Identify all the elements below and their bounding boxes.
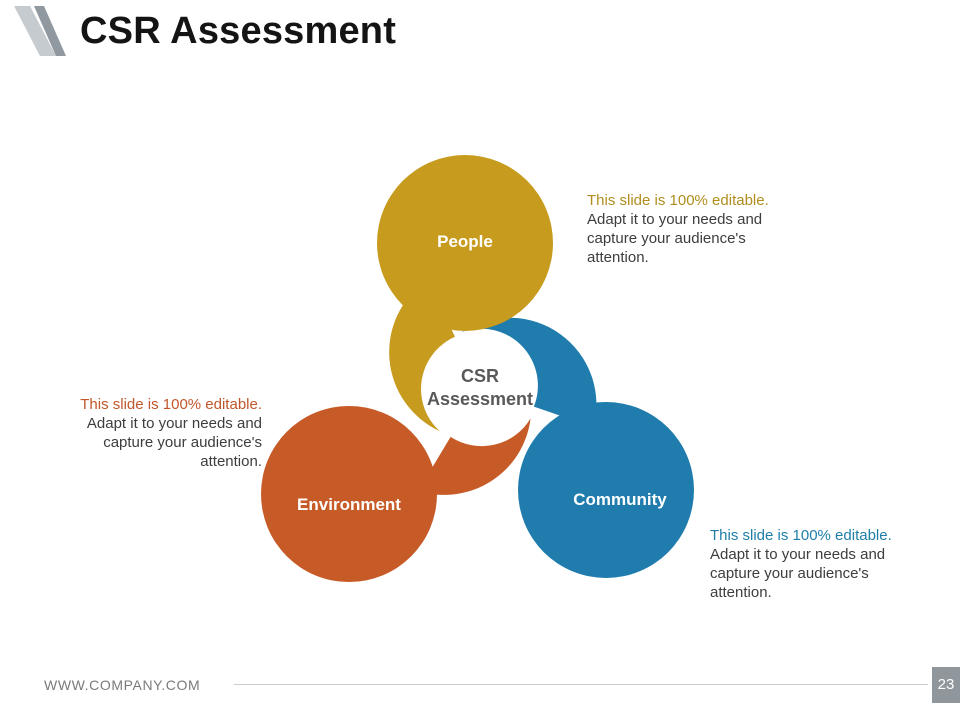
environment-shape bbox=[261, 405, 531, 583]
logo-stripe-light bbox=[14, 6, 56, 56]
community-label: Community bbox=[573, 490, 667, 509]
page-title: CSR Assessment bbox=[80, 10, 397, 52]
people-label: People bbox=[437, 232, 493, 251]
diagram-center-title-line1: CSR bbox=[460, 366, 499, 386]
callout-environment-highlight: This slide is 100% editable. bbox=[80, 396, 262, 413]
footer-website: WWW.COMPANY.COM bbox=[44, 677, 201, 693]
callout-community-body: Adapt it to your needs and capture your … bbox=[710, 546, 886, 601]
callout-community: This slide is 100% editable. Adapt it to… bbox=[710, 526, 906, 602]
community-shape bbox=[461, 317, 694, 578]
callout-environment: This slide is 100% editable. Adapt it to… bbox=[66, 395, 262, 471]
callout-people-body: Adapt it to your needs and capture your … bbox=[587, 211, 763, 266]
callout-environment-body: Adapt it to your needs and capture your … bbox=[86, 415, 262, 470]
footer-divider bbox=[234, 684, 928, 685]
people-shape bbox=[377, 155, 553, 432]
callout-people-highlight: This slide is 100% editable. bbox=[587, 192, 769, 209]
page-number-badge: 23 bbox=[932, 667, 960, 703]
company-logo-icon bbox=[14, 6, 66, 56]
callout-community-highlight: This slide is 100% editable. bbox=[710, 527, 892, 544]
diagram-center-title: CSR Assessment bbox=[405, 365, 555, 411]
callout-people: This slide is 100% editable. Adapt it to… bbox=[587, 191, 783, 267]
environment-label: Environment bbox=[297, 495, 401, 514]
logo-stripe-dark bbox=[34, 6, 66, 56]
diagram-center-title-line2: Assessment bbox=[426, 389, 534, 409]
